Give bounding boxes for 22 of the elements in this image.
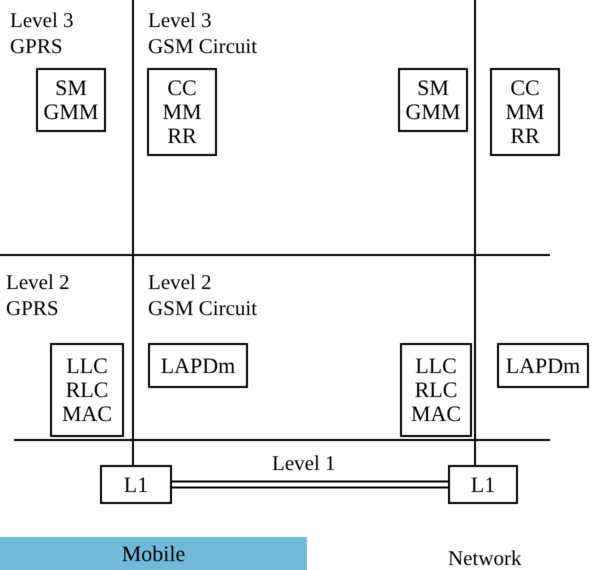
protocol-box: SM GMM <box>398 68 468 132</box>
column-label: Network <box>448 546 522 570</box>
level-label: Level 2 <box>148 270 212 294</box>
level-label: GSM Circuit <box>148 296 258 320</box>
protocol-box: L1 <box>448 465 518 504</box>
protocol-box: L1 <box>100 465 172 504</box>
protocol-box: CC MM RR <box>147 68 217 156</box>
level-label: GPRS <box>6 296 59 320</box>
level-label: Level 3 <box>10 8 74 32</box>
double-line-connector <box>171 480 449 488</box>
level-label: Level 2 <box>6 270 70 294</box>
protocol-box: LAPDm <box>148 343 248 388</box>
mobile-band: Mobile <box>0 537 307 570</box>
level-label: GPRS <box>10 34 63 58</box>
level-label: GSM Circuit <box>148 34 258 58</box>
edge-label: Level 1 <box>272 450 336 474</box>
level-label: Level 3 <box>148 8 212 32</box>
protocol-box: CC MM RR <box>490 68 560 156</box>
protocol-box: LAPDm <box>497 343 589 388</box>
protocol-box: LLC RLC MAC <box>50 343 124 437</box>
protocol-box: LLC RLC MAC <box>400 343 472 437</box>
protocol-box: SM GMM <box>36 68 106 132</box>
